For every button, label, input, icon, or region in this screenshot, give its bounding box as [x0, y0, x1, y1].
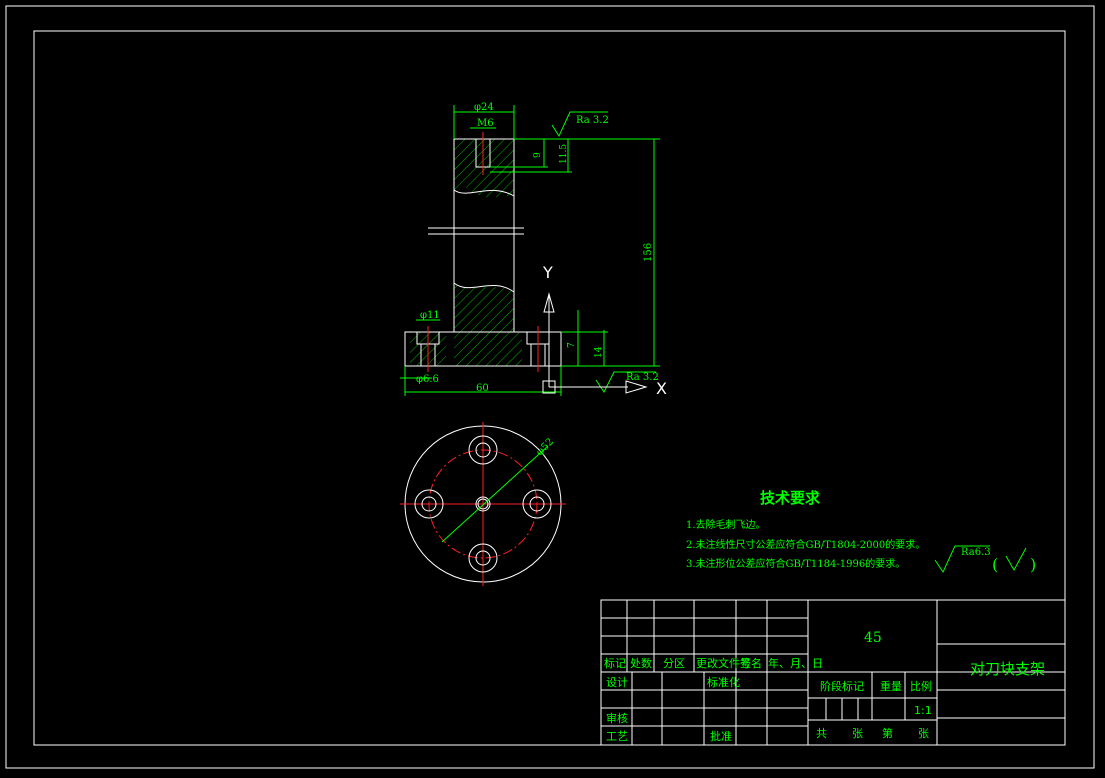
label-scale: 比例 — [910, 679, 932, 693]
dim-pcd: φ52 — [534, 436, 556, 458]
roughness-check — [1005, 547, 1027, 572]
tech-req-item-2: 2.未注线性尺寸公差应符合GB/T1804-2000的要求。 — [686, 538, 925, 551]
label-stage-mark: 阶段标记 — [820, 679, 864, 693]
dim-hole: φ11 — [420, 310, 440, 321]
label-total: 共 — [816, 727, 827, 740]
hatch-top-section — [454, 139, 514, 198]
dim-flange: 7 — [567, 342, 577, 348]
row-label-docno: 更改文件号 — [696, 656, 751, 670]
dim-depth-a: 9 — [533, 152, 543, 158]
title-material: 45 — [864, 630, 882, 646]
roughness-paren-close: ) — [1030, 555, 1036, 574]
row-label-zone: 分区 — [663, 657, 685, 670]
roughness-paren-open: ( — [992, 555, 998, 574]
dim-flange-total: 14 — [594, 346, 604, 358]
bolt-hole-top — [468, 435, 498, 465]
tech-requirements: 技术要求 1.去除毛刺飞边。 2.未注线性尺寸公差应符合GB/T1804-200… — [686, 489, 1036, 574]
dim-hole-small: φ6.6 — [416, 374, 439, 385]
axis-y-label: Y — [542, 263, 553, 282]
tech-req-item-1: 1.去除毛刺飞边。 — [686, 518, 766, 531]
label-sheets-2: 张 — [918, 727, 929, 740]
axis-x-label: X — [656, 379, 667, 398]
dim-height: 156 — [643, 243, 654, 262]
dim-top-thread: M6 — [477, 118, 494, 129]
tech-req-item-3: 3.未注形位公差应符合GB/T1184-1996的要求。 — [686, 557, 905, 570]
row-label-mark: 标记 — [604, 656, 626, 670]
roughness-symbol — [934, 545, 990, 574]
dim-width: 60 — [476, 383, 489, 394]
bolt-hole-right — [522, 489, 552, 519]
dim-top-outer: φ24 — [474, 102, 494, 113]
bolt-hole-bottom — [468, 543, 498, 573]
front-view: φ24 M6 9 11.5 156 Ra 3.2 7 14 φ11 φ6.6 6… — [400, 102, 667, 398]
label-approve: 批准 — [710, 729, 732, 743]
inner-frame — [33, 30, 1066, 746]
bolt-hole-left — [414, 489, 444, 519]
roughness-top: Ra 3.2 — [576, 115, 609, 126]
top-view: φ52 — [400, 422, 566, 586]
label-process: 工艺 — [606, 730, 628, 743]
label-weight: 重量 — [880, 679, 902, 693]
hatch-bottom-section — [410, 282, 522, 366]
row-label-count: 处数 — [630, 657, 652, 670]
roughness-bottom: Ra 3.2 — [626, 372, 659, 383]
value-scale: 1:1 — [914, 704, 932, 717]
row-label-date: 年、月、日 — [768, 656, 823, 670]
label-design: 设计 — [606, 676, 628, 689]
label-standardize: 标准化 — [707, 675, 740, 689]
label-sheets: 张 — [852, 727, 863, 740]
title-block: 45 对刀块支架 标记 处数 分区 更改文件号 签名 年、月、日 设计 标准化 … — [600, 599, 1066, 746]
title-part-name: 对刀块支架 — [970, 660, 1045, 678]
outer-frame — [5, 5, 1095, 769]
label-sheet-no: 第 — [882, 726, 893, 740]
dim-depth-b: 11.5 — [559, 144, 569, 164]
tech-req-title: 技术要求 — [760, 489, 821, 507]
label-review: 审核 — [606, 711, 628, 725]
row-label-sign: 签名 — [740, 656, 762, 670]
roughness-general: Ra6.3 — [961, 547, 991, 558]
